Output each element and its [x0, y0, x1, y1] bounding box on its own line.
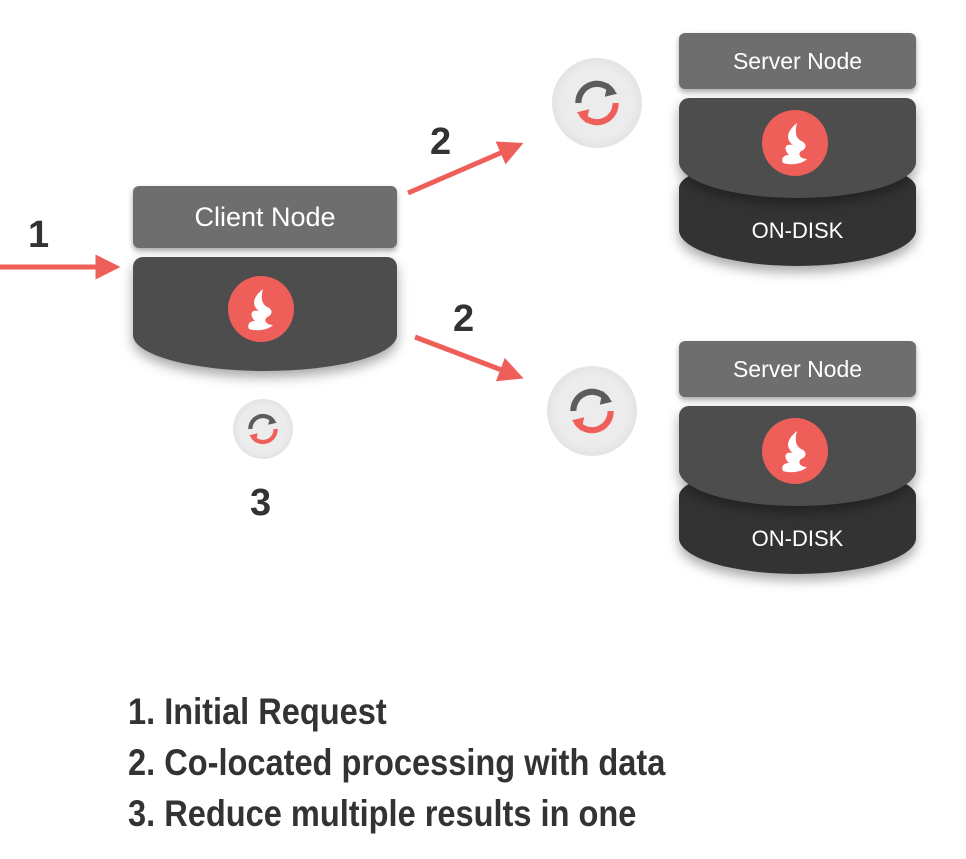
client-node-header: Client Node	[133, 186, 397, 248]
step-label-3: 3	[250, 482, 272, 524]
server-top-header: Server Node	[679, 33, 916, 89]
step-label-2-top: 2	[430, 121, 452, 163]
flame-logo-icon	[762, 110, 828, 176]
client-sync-icon	[233, 399, 293, 459]
legend: 1. Initial Request 2. Co-located process…	[128, 686, 665, 839]
legend-item-1: 1. Initial Request	[128, 691, 387, 732]
server-bottom-sync-icon	[547, 366, 637, 456]
legend-item-3: 3. Reduce multiple results in one	[128, 793, 637, 834]
step-label-1: 1	[28, 214, 50, 256]
client-node-label: Client Node	[194, 201, 336, 232]
server-bottom-storage-label: ON-DISK	[751, 526, 844, 551]
server-top-label: Server Node	[732, 47, 863, 74]
arrow-to-server-top	[407, 141, 524, 196]
legend-item-2: 2. Co-located processing with data	[128, 742, 666, 783]
flame-logo-icon	[228, 276, 294, 342]
server-bottom-header: Server Node	[679, 341, 916, 397]
server-bottom-label: Server Node	[732, 355, 863, 382]
server-top-storage-label: ON-DISK	[751, 218, 844, 243]
step-label-2-bottom: 2	[453, 298, 475, 340]
arrow-to-server-bottom	[414, 334, 524, 382]
flame-logo-icon	[762, 418, 828, 484]
server-top-sync-icon	[552, 58, 642, 148]
